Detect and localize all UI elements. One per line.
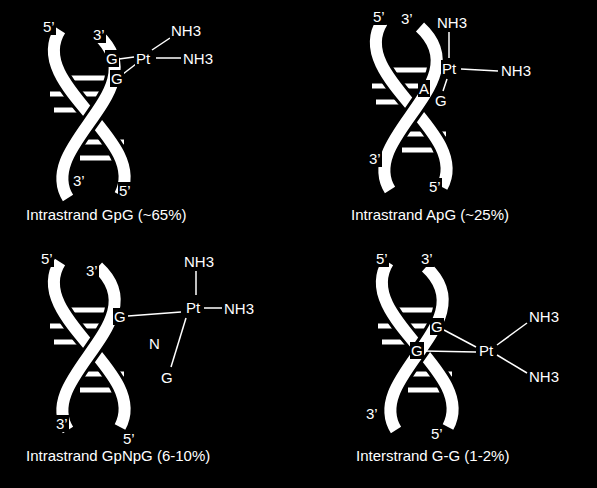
panel-caption: Interstrand G-G (1-2%) bbox=[355, 447, 510, 464]
metal-atom: Pt bbox=[478, 342, 494, 359]
strand-end: 3’ bbox=[85, 262, 99, 279]
strand-end: 3’ bbox=[92, 26, 106, 43]
base-label: N bbox=[148, 335, 161, 352]
strand-end: 5’ bbox=[428, 178, 442, 195]
dna-helix bbox=[378, 262, 456, 430]
dna-helix bbox=[50, 262, 128, 430]
ligand: NH3 bbox=[528, 368, 560, 385]
base-label: G bbox=[113, 308, 127, 325]
coordination-bonds bbox=[119, 32, 527, 373]
base-label: G bbox=[430, 318, 444, 335]
strand-end: 5’ bbox=[40, 250, 54, 267]
strand-end: 3’ bbox=[365, 405, 379, 422]
ligand: NH3 bbox=[182, 50, 214, 67]
strand-end: 3’ bbox=[420, 250, 434, 267]
panel-caption: Intrastrand GpG (~65%) bbox=[25, 206, 188, 223]
strand-end: 3’ bbox=[55, 415, 69, 432]
dna-helix bbox=[50, 30, 128, 198]
ligand: NH3 bbox=[183, 253, 215, 270]
strand-end: 3’ bbox=[368, 150, 382, 167]
strand-end: 5’ bbox=[430, 425, 444, 442]
metal-atom: Pt bbox=[185, 299, 201, 316]
strand-end: 5’ bbox=[42, 18, 56, 35]
base-label: G bbox=[110, 70, 124, 87]
panel-caption: Intrastrand ApG (~25%) bbox=[350, 206, 510, 223]
metal-atom: Pt bbox=[135, 50, 151, 67]
ligand: NH3 bbox=[528, 308, 560, 325]
strand-end: 5’ bbox=[118, 182, 132, 199]
strand-end: 3’ bbox=[400, 10, 414, 27]
panel-caption: Intrastrand GpNpG (6-10%) bbox=[25, 447, 211, 464]
dna-helix bbox=[372, 22, 450, 190]
ligand: NH3 bbox=[170, 22, 202, 39]
strand-end: 5’ bbox=[372, 8, 386, 25]
strand-end: 5’ bbox=[375, 250, 389, 267]
base-label: G bbox=[410, 342, 424, 359]
ligand: NH3 bbox=[223, 300, 255, 317]
base-label: A bbox=[418, 80, 430, 97]
strand-end: 5’ bbox=[122, 430, 136, 447]
base-label: G bbox=[105, 50, 119, 67]
ligand: NH3 bbox=[500, 62, 532, 79]
metal-atom: Pt bbox=[441, 60, 457, 77]
strand-end: 3’ bbox=[72, 172, 86, 189]
ligand: NH3 bbox=[436, 14, 468, 31]
base-label: G bbox=[160, 369, 174, 386]
base-label: G bbox=[434, 92, 448, 109]
